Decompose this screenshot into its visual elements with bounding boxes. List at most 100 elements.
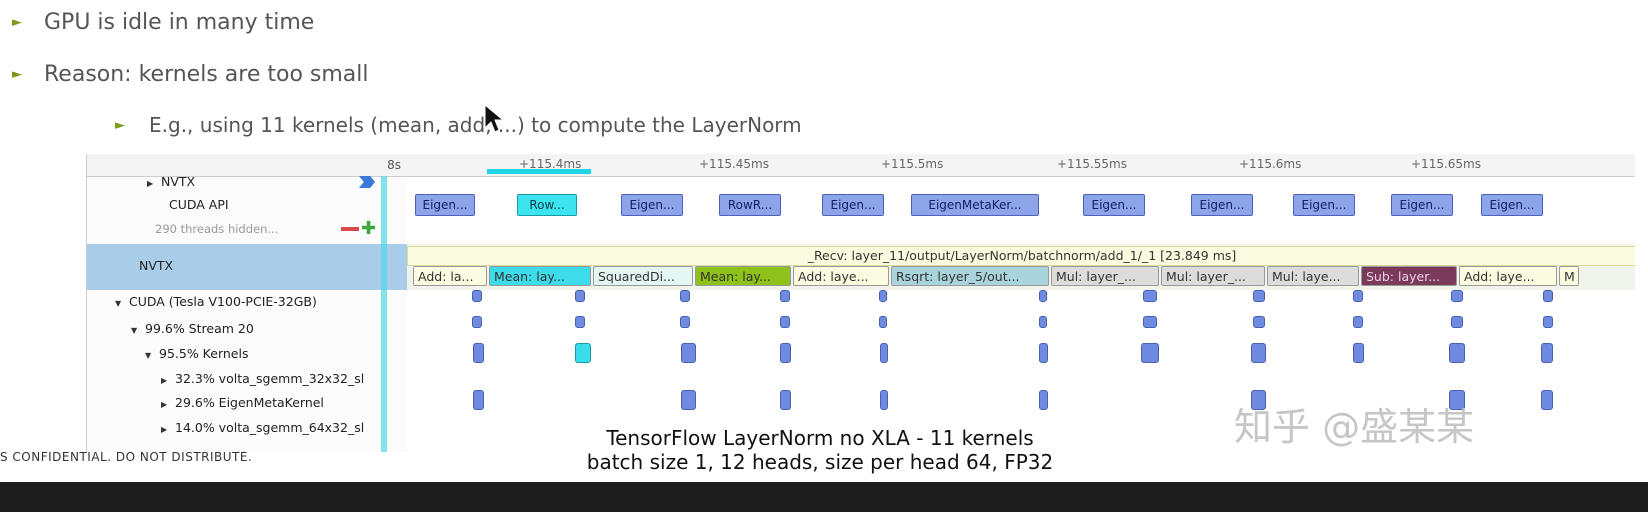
row-kernels[interactable]: ▼95.5% Kernels [145, 346, 249, 361]
row-kernel-1[interactable]: ▶32.3% volta_sgemm_32x32_sl [161, 371, 365, 386]
row-stream[interactable]: ▼99.6% Stream 20 [131, 321, 254, 336]
eigen-kernel-block[interactable] [1251, 390, 1266, 410]
nvtx-range-add[interactable]: Add: laye... [793, 266, 889, 286]
nvtx-range-truncated[interactable]: M [1559, 266, 1579, 286]
kernel-block[interactable] [1039, 343, 1048, 363]
kernel-mark[interactable] [879, 290, 887, 302]
kernel-mark[interactable] [472, 290, 482, 302]
row-kernel-2[interactable]: ▶29.6% EigenMetaKernel [161, 395, 324, 410]
stream-kernel-mark[interactable] [1543, 316, 1553, 328]
stream-kernel-mark[interactable] [1353, 316, 1363, 328]
row-nvtx-label: NVTX [139, 258, 174, 273]
kernel-mark[interactable] [680, 290, 690, 302]
row-cuda-device[interactable]: ▼CUDA (Tesla V100-PCIE-32GB) [115, 294, 317, 309]
collapse-triangle-icon[interactable]: ▼ [115, 299, 122, 308]
cuda-api-call[interactable]: Eigen... [822, 194, 884, 216]
stream-kernel-mark[interactable] [879, 316, 887, 328]
nvtx-range-mul[interactable]: Mul: laye... [1267, 266, 1359, 286]
bullet-text: E.g., using 11 kernels (mean, add, ...) … [149, 113, 802, 137]
kernel-block-selected[interactable] [575, 343, 591, 363]
cuda-api-call[interactable]: Eigen... [1481, 194, 1543, 216]
tick-label: +115.4ms [519, 157, 582, 171]
eigen-kernel-block[interactable] [1039, 390, 1048, 410]
stream-kernel-mark[interactable] [780, 316, 790, 328]
nvtx-range-add[interactable]: Add: laye... [1459, 266, 1557, 286]
row-nvtx-top[interactable]: ▶NVTX [147, 174, 196, 189]
kernel-block[interactable] [1449, 343, 1465, 363]
kernel-block[interactable] [880, 343, 888, 363]
row-cuda-api[interactable]: CUDA API [169, 197, 229, 212]
selected-range[interactable] [487, 169, 591, 174]
nvtx-range-mul[interactable]: Mul: layer_... [1051, 266, 1159, 286]
kernel-mark[interactable] [1143, 290, 1157, 302]
kernel-block[interactable] [1141, 343, 1159, 363]
stream-kernel-mark[interactable] [1253, 316, 1265, 328]
threads-hidden-label: 290 threads hidden... [155, 222, 279, 236]
row-kernel-3[interactable]: ▶14.0% volta_sgemm_64x32_sl [161, 420, 365, 435]
ruler-left-label: 8s [87, 154, 407, 177]
caption-line-2: batch size 1, 12 heads, size per head 64… [586, 450, 1054, 474]
eigen-kernel-block[interactable] [880, 390, 888, 410]
slide-caption: TensorFlow LayerNorm no XLA - 11 kernels… [480, 426, 1160, 474]
kernel-mark[interactable] [1543, 290, 1553, 302]
stream-kernel-mark[interactable] [472, 316, 482, 328]
kernel-block[interactable] [681, 343, 696, 363]
collapse-triangle-icon[interactable]: ▼ [131, 326, 138, 335]
kernel-mark[interactable] [575, 290, 585, 302]
stream-kernel-mark[interactable] [1143, 316, 1157, 328]
cuda-api-call[interactable]: Eigen... [1083, 194, 1145, 216]
kernel-block[interactable] [1541, 343, 1553, 363]
nvtx-range-mul[interactable]: Mul: layer_... [1161, 266, 1265, 286]
stream-kernel-mark[interactable] [1039, 316, 1047, 328]
bullet-text: Reason: kernels are too small [44, 62, 369, 87]
cuda-api-call[interactable]: RowR... [719, 194, 781, 216]
kernel-block[interactable] [780, 343, 791, 363]
kernel-mark[interactable] [1353, 290, 1363, 302]
kernel-block[interactable] [1353, 343, 1364, 363]
cuda-api-call[interactable]: Eigen... [1293, 194, 1355, 216]
bullet-example: ► E.g., using 11 kernels (mean, add, ...… [115, 113, 802, 137]
bullet-gpu-idle: ► GPU is idle in many time [12, 10, 314, 35]
plus-icon[interactable]: ✚ [361, 218, 377, 239]
nvtx-recv-range[interactable]: _Recv: layer_11/output/LayerNorm/batchno… [407, 246, 1635, 266]
stream-kernel-mark[interactable] [575, 316, 585, 328]
eigen-kernel-block[interactable] [1541, 390, 1553, 410]
nvtx-range-add[interactable]: Add: la... [413, 266, 487, 286]
eigen-kernel-block[interactable] [681, 390, 696, 410]
kernel-block[interactable] [1251, 343, 1266, 363]
stream-kernel-mark[interactable] [1451, 316, 1463, 328]
nvtx-range-mean[interactable]: Mean: lay... [489, 266, 591, 286]
cuda-api-call[interactable]: Row... [517, 194, 577, 216]
expand-triangle-icon[interactable]: ▶ [161, 425, 168, 434]
cuda-api-call[interactable]: Eigen... [621, 194, 683, 216]
cuda-api-call[interactable]: Eigen... [415, 194, 475, 216]
flag-icon[interactable] [359, 176, 375, 188]
nvtx-range-sub[interactable]: Sub: layer... [1361, 266, 1457, 286]
cuda-api-call[interactable]: Eigen... [1391, 194, 1453, 216]
nvtx-selected-row[interactable]: NVTX [87, 244, 407, 290]
bullet-arrow-icon: ► [115, 117, 125, 133]
selection-strip [381, 176, 387, 452]
minus-icon[interactable] [341, 226, 359, 231]
cuda-api-call[interactable]: Eigen... [1191, 194, 1253, 216]
collapse-triangle-icon[interactable]: ▼ [145, 351, 152, 360]
kernel-block[interactable] [473, 343, 484, 363]
expand-triangle-icon[interactable]: ▶ [161, 400, 168, 409]
cuda-api-call[interactable]: EigenMetaKer... [911, 194, 1039, 216]
kernel-mark[interactable] [780, 290, 790, 302]
expand-triangle-icon[interactable]: ▶ [161, 376, 168, 385]
nvtx-range-squareddiff[interactable]: SquaredDi... [593, 266, 693, 286]
kernel-mark[interactable] [1451, 290, 1463, 302]
eigen-kernel-block[interactable] [1449, 390, 1465, 410]
timeline-pane[interactable]: +115.4ms +115.45ms +115.5ms +115.55ms +1… [407, 154, 1635, 452]
thread-toggle-controls: ✚ [341, 218, 376, 239]
eigen-kernel-block[interactable] [473, 390, 484, 410]
kernel-mark[interactable] [1253, 290, 1265, 302]
expand-triangle-icon[interactable]: ▶ [147, 179, 154, 188]
kernel-mark[interactable] [1039, 290, 1047, 302]
stream-kernel-mark[interactable] [680, 316, 690, 328]
nvtx-range-mean[interactable]: Mean: lay... [695, 266, 791, 286]
nvtx-range-rsqrt[interactable]: Rsqrt: layer_5/out... [891, 266, 1049, 286]
eigen-kernel-block[interactable] [780, 390, 791, 410]
time-ruler[interactable]: +115.4ms +115.45ms +115.5ms +115.55ms +1… [407, 154, 1635, 177]
